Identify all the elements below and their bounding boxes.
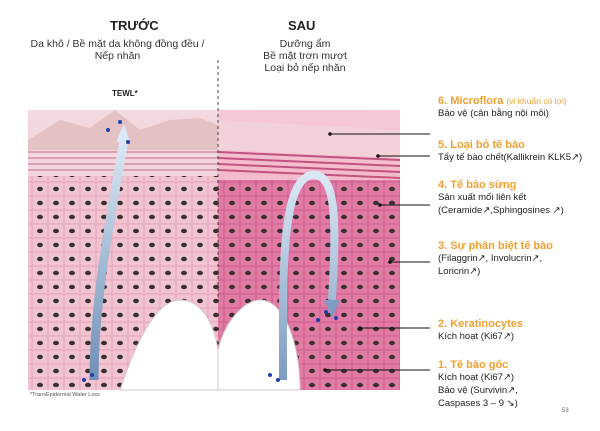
label-differentiation-title: 3. Sự phân biệt tế bào xyxy=(438,240,553,252)
label-keratinocytes: 2. Keratinocytes Kích hoạt (Ki67↗) xyxy=(438,318,523,343)
renewal-arrow xyxy=(278,171,340,381)
label-differentiation: 3. Sự phân biệt tế bào (Filaggrin↗, Invo… xyxy=(438,240,553,278)
label-microflora-small: (vi khuẩn có lợi) xyxy=(506,96,567,106)
footnote: *TransEpidermal Water Loss xyxy=(30,392,100,398)
after-title: SAU xyxy=(288,18,316,33)
label-removal: 5. Loại bỏ tế bào Tẩy tế bào chết(Kallik… xyxy=(438,139,582,164)
label-corneocyte-title: 4. Tế bào sừng xyxy=(438,179,517,191)
before-subtitle-line1: Da khô / Bề mặt da không đồng đều / xyxy=(30,38,205,50)
label-differentiation-line2: Loricrin↗) xyxy=(438,266,481,277)
label-differentiation-line1: (Filaggrin↗, Involucrin↗, xyxy=(438,253,543,264)
label-corneocyte-line2: (Ceramide↗,Sphingosines ↗) xyxy=(438,205,564,216)
label-microflora: 6. Microflora (vi khuẩn có lợi) Bảo vệ (… xyxy=(438,95,567,120)
label-corneocyte-line1: Sản xuất mối liên kết xyxy=(438,192,527,203)
tewl-label: TEWL* xyxy=(112,89,138,98)
blue-dots xyxy=(82,120,338,382)
label-stemcell-line2: Bảo vệ (Survivin↗, xyxy=(438,385,518,396)
before-subtitle: Da khô / Bề mặt da không đồng đều / Nếp … xyxy=(10,38,225,62)
label-stemcell-line1: Kích hoạt (Ki67↗) xyxy=(438,372,515,383)
label-microflora-title: 6. Microflora xyxy=(438,95,504,107)
before-subtitle-line2: Nếp nhăn xyxy=(94,50,141,62)
label-stemcell: 1. Tế bào gốc Kích hoạt (Ki67↗) Bảo vệ (… xyxy=(438,359,518,410)
label-removal-title: 5. Loại bỏ tế bào xyxy=(438,139,525,151)
label-keratinocytes-line: Kích hoạt (Ki67↗) xyxy=(438,331,515,342)
after-subtitle-line1: Dưỡng ẩm xyxy=(279,38,331,50)
after-subtitle-line2: Bề mặt trơn mượt xyxy=(263,50,347,62)
label-keratinocytes-title: 2. Keratinocytes xyxy=(438,318,523,330)
label-removal-line: Tẩy tế bào chết(Kallikrein KLK5↗) xyxy=(438,152,583,163)
after-subtitle-line3: Loại bỏ nếp nhăn xyxy=(264,62,346,74)
tewl-arrow xyxy=(89,124,130,381)
label-stemcell-title: 1. Tế bào gốc xyxy=(438,359,509,371)
after-subtitle: Dưỡng ẩm Bề mặt trơn mượt Loại bỏ nếp nh… xyxy=(235,38,375,74)
label-stemcell-line3: Caspases 3 – 9 ↘) xyxy=(438,398,518,409)
leader-lines xyxy=(325,133,430,371)
page-number: 53 xyxy=(562,408,569,414)
label-microflora-line: Bảo vệ (cân bằng nội môi) xyxy=(438,108,549,119)
before-title: TRƯỚC xyxy=(110,18,159,33)
label-corneocyte: 4. Tế bào sừng Sản xuất mối liên kết (Ce… xyxy=(438,179,564,217)
